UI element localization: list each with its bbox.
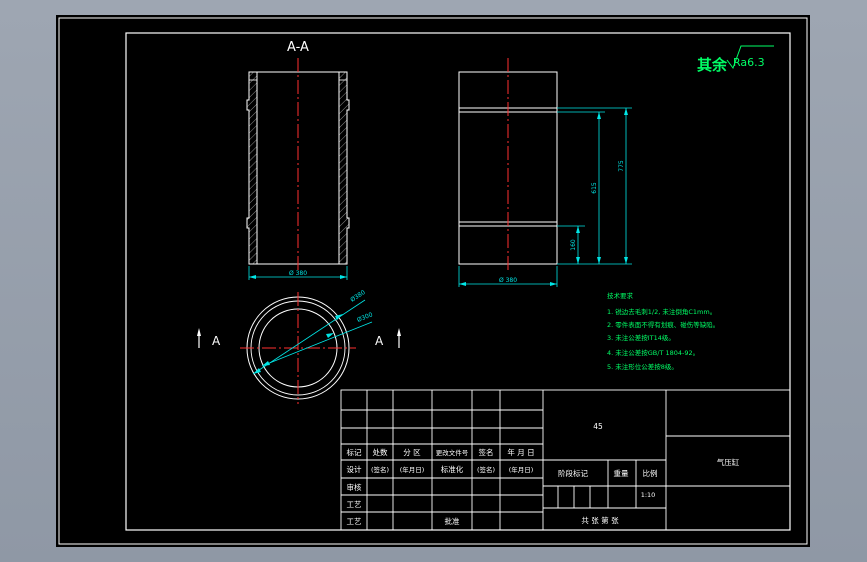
stage-label: 阶段标记 <box>558 468 588 478</box>
end-view <box>240 292 373 404</box>
body-sides <box>458 108 558 226</box>
dim-arrow <box>249 275 256 279</box>
tech-item: 5. 未注形位公差按8级。 <box>607 362 678 371</box>
section-outline <box>246 71 350 265</box>
dim-arrow <box>597 257 601 264</box>
dim-arrow <box>576 257 580 264</box>
tb-header: 签名 <box>479 447 494 457</box>
section-marker-right: A <box>375 334 384 348</box>
height-mid-dim: 615 <box>591 182 598 194</box>
dim-arrow <box>340 275 347 279</box>
tb-cell: 设计 <box>347 464 362 474</box>
section-marker-left: A <box>212 334 221 348</box>
tech-item: 1. 锐边去毛刺1/2, 未注倒角C1mm。 <box>607 307 716 316</box>
roughness-prefix: 其余 <box>697 56 728 74</box>
roughness-symbol <box>726 45 774 70</box>
weight-label: 重量 <box>614 469 629 478</box>
dim-arrow <box>624 257 628 264</box>
outer-view <box>458 58 632 287</box>
tech-requirements: 技术要求 1. 锐边去毛刺1/2, 未注倒角C1mm。 2. 零件表面不得有划痕… <box>607 291 719 371</box>
tech-item: 4. 未注公差按GB/T 1804-92。 <box>607 348 699 357</box>
part-name: 气压缸 <box>717 457 740 467</box>
tb-cell: (签名) <box>477 465 495 474</box>
section-cut-markers <box>197 328 401 348</box>
tech-item: 3. 未注公差按IT14级。 <box>607 333 675 342</box>
dim-arrow <box>576 226 580 233</box>
tb-cell: (年月日) <box>509 465 534 474</box>
tb-header: 更改文件号 <box>436 448 469 457</box>
tb-header: 处数 <box>373 447 388 457</box>
tb-cell: (年月日) <box>400 465 425 474</box>
scale-label: 比例 <box>643 468 658 478</box>
tech-item: 2. 零件表面不得有划痕、碰伤等缺陷。 <box>607 320 719 329</box>
tb-cell: (签名) <box>371 465 389 474</box>
scale-value: 1:10 <box>641 491 656 499</box>
dim-arrow <box>624 108 628 115</box>
drawing-window <box>56 15 810 547</box>
dim-arrow <box>550 282 557 286</box>
section-view <box>246 58 350 280</box>
tb-header: 分 区 <box>403 448 421 457</box>
title-block <box>340 389 791 531</box>
dim-arrow <box>459 282 466 286</box>
outer-width-dim: Ø 380 <box>499 277 517 284</box>
tb-cell: 批准 <box>445 516 460 526</box>
title-block-text: 标记 处数 分 区 更改文件号 签名 年 月 日 设计 (签名) (年月日) 标… <box>347 422 740 526</box>
tb-cell: 审核 <box>347 482 362 492</box>
tech-title: 技术要求 <box>607 291 634 300</box>
height-bottom-dim: 160 <box>570 239 577 251</box>
dia-leader-outer <box>252 299 366 375</box>
material: 45 <box>593 422 603 431</box>
tb-cell: 工艺 <box>347 500 362 509</box>
height-total-dim: 775 <box>618 160 625 172</box>
sheet-outer-border <box>58 17 808 545</box>
dia-leader-inner <box>261 321 373 367</box>
section-width-dim: Ø 380 <box>289 270 307 277</box>
sheets-label: 共 张 第 张 <box>581 515 619 525</box>
tb-header: 标记 <box>347 447 362 457</box>
tb-cell: 标准化 <box>441 464 464 474</box>
tb-cell: 工艺 <box>347 517 362 526</box>
tb-header: 年 月 日 <box>507 447 534 457</box>
roughness-value: Ra6.3 <box>733 56 765 69</box>
section-title: A-A <box>287 40 309 55</box>
dim-arrow <box>597 112 601 119</box>
